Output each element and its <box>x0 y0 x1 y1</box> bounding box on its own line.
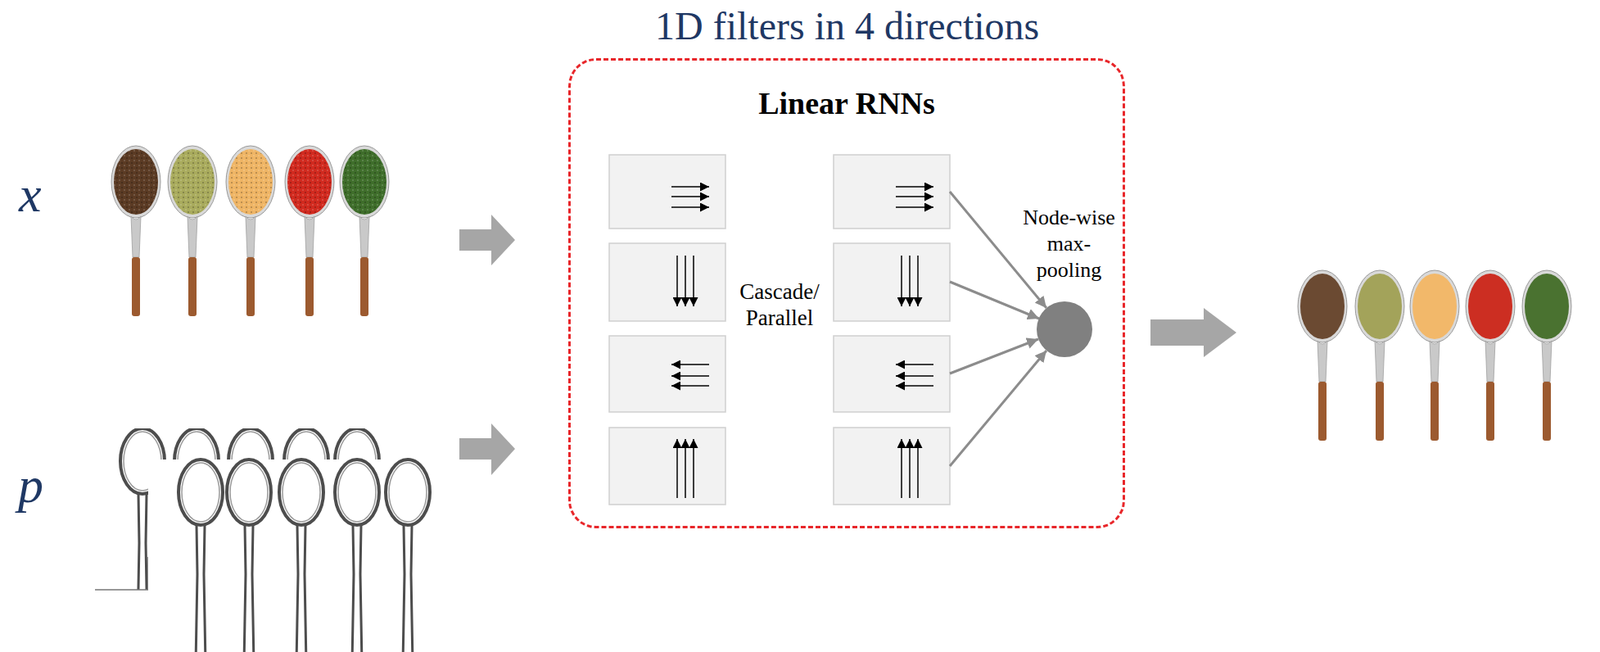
input-symbol: x <box>18 168 42 220</box>
region-heading: Linear RNNs <box>570 85 1123 122</box>
pooling-node <box>1036 301 1093 358</box>
guidance-symbol: p <box>18 459 44 511</box>
filter-boxes <box>609 154 950 505</box>
mode-label: Cascade/ Parallel <box>730 278 829 331</box>
pooling-lines <box>949 191 1047 466</box>
pooling-label: Node-wise max- pooling <box>1017 204 1121 284</box>
input-spoons <box>111 145 389 317</box>
direction-arrows <box>671 186 934 498</box>
guidance-image <box>94 428 457 652</box>
diagram-title: 1D filters in 4 directions <box>655 3 1040 49</box>
output-spoons <box>1297 270 1572 441</box>
dashed-region: Linear RNNs <box>568 58 1126 529</box>
